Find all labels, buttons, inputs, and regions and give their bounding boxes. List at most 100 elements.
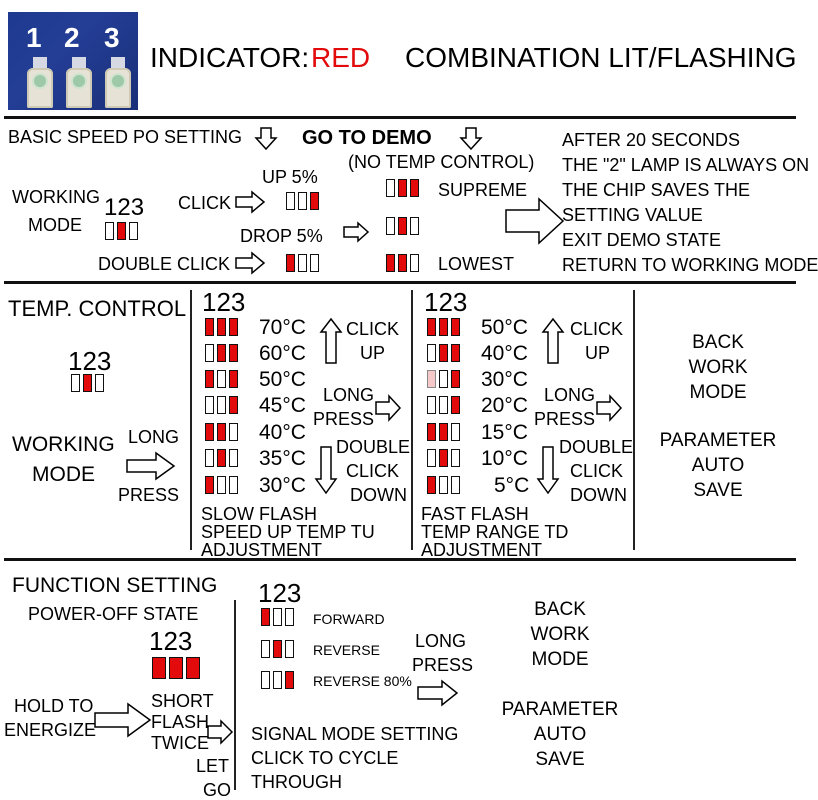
temp-slow-6: 35°C [259, 447, 306, 470]
temp-slow-7: 30°C [259, 474, 306, 497]
pcb-digit-1: 1 [26, 22, 42, 53]
temp-long-label: LONG [128, 427, 180, 447]
back-label: BACK [692, 332, 744, 353]
arrow-up-icon [319, 317, 343, 364]
indicator-label: INDICATOR: [150, 42, 310, 73]
function-setting-title: FUNCTION SETTING [12, 574, 218, 597]
arrow-right-icon [596, 394, 623, 422]
lamp-group-all-on [152, 657, 200, 679]
lamp-row-10 [427, 449, 460, 467]
lamp-row-forward [261, 608, 294, 626]
lamp-row-45 [205, 396, 238, 414]
demo-note-5: EXIT DEMO STATE [562, 230, 722, 250]
lamp-digits: 123 [424, 287, 468, 317]
demo-note-6: RETURN TO WORKING MODE [562, 255, 818, 275]
temp-fast-4: 20°C [481, 394, 528, 417]
demo-note-4: SETTING VALUE [562, 205, 703, 225]
divider-slow [190, 290, 192, 550]
lamp-digits: 123 [202, 287, 246, 317]
temp-fast-7: 5°C [494, 474, 530, 497]
arrow-down-icon [314, 446, 338, 495]
slow-long-label: LONG [323, 385, 375, 405]
short-label: SHORT [151, 691, 214, 711]
go-to-demo-label: GO TO DEMO [302, 127, 432, 149]
slow-click2-label: CLICK [346, 461, 400, 481]
temp-slow-3: 50°C [259, 368, 306, 391]
temp-fast-3: 30°C [481, 368, 528, 391]
twice-label: TWICE [151, 733, 209, 753]
arrow-down-icon [536, 446, 560, 495]
lamp-digits: 123 [258, 578, 302, 608]
combination-label: COMBINATION LIT/FLASHING [405, 42, 797, 73]
arrow-right-icon [235, 251, 266, 275]
mode-label: MODE [28, 215, 82, 235]
parameter-label: PARAMETER [501, 699, 619, 720]
divider-2 [4, 281, 796, 284]
flash-label: FLASH [151, 712, 210, 732]
fast-flash-label: FAST FLASH [421, 504, 529, 524]
lamp-digits: 123 [104, 194, 145, 221]
temp-slow-1: 70°C [259, 316, 306, 339]
click-to-cycle-label: CLICK TO CYCLE [251, 748, 399, 768]
lamp-row-5 [427, 476, 460, 494]
divider-func [234, 600, 236, 790]
mode-label: MODE [531, 649, 589, 670]
temp-fast-1: 50°C [481, 316, 528, 339]
save-label: SAVE [693, 480, 743, 501]
lamp-row-30 [205, 476, 238, 494]
drop-5-label: DROP 5% [240, 226, 323, 246]
let-label: LET [196, 756, 230, 776]
lowest-label: LOWEST [438, 254, 515, 274]
pcb-led-3 [105, 68, 131, 108]
divider-1 [4, 116, 796, 119]
divider-3 [4, 558, 796, 561]
go-label: GO [203, 780, 232, 800]
lamp-row-40 [205, 423, 238, 441]
arrow-right-icon [375, 394, 402, 422]
temp-back-work-mode: BACK WORK MODE [640, 330, 796, 405]
fast-press-label: PRESS [534, 409, 596, 429]
temp-control-title: TEMP. CONTROL [8, 296, 187, 321]
lamp-row-40 [427, 344, 460, 362]
arrow-right-icon [207, 719, 234, 745]
lamp-row-reverse-80 [261, 671, 294, 689]
fast-desc-1: TEMP RANGE TD [421, 522, 569, 542]
pcb-led-2 [66, 68, 92, 108]
hold-label: HOLD TO [14, 696, 94, 716]
lamp-group-up [286, 192, 319, 210]
pcb-digit-2: 2 [64, 22, 80, 53]
pcb-led-1 [27, 68, 53, 108]
auto-label: AUTO [533, 724, 587, 745]
slow-desc-2: ADJUSTMENT [201, 540, 322, 560]
temp-fast-6: 10°C [481, 447, 528, 470]
slow-desc-1: SPEED UP TEMP TU [201, 522, 375, 542]
temp-fast-2: 40°C [481, 342, 528, 365]
through-label: THROUGH [251, 772, 342, 792]
fast-down-label: DOWN [570, 485, 627, 505]
slow-up-label: UP [360, 343, 386, 363]
up-5-label: UP 5% [262, 167, 318, 187]
arrow-right-icon [126, 451, 176, 481]
fast-click-label: CLICK [570, 319, 624, 339]
lamp-digits: 123 [149, 626, 193, 656]
power-off-label: POWER-OFF STATE [28, 604, 199, 624]
temp-fast-5: 15°C [481, 421, 528, 444]
temp-slow-4: 45°C [259, 394, 306, 417]
lamp-row-50 [427, 318, 460, 336]
work-label: WORK [530, 624, 590, 645]
slow-double-label: DOUBLE [336, 437, 411, 457]
temp-working-label: WORKING [12, 433, 115, 456]
demo-note-1: AFTER 20 SECONDS [562, 130, 741, 150]
fast-desc-2: ADJUSTMENT [421, 540, 542, 560]
no-temp-control-label: (NO TEMP CONTROL) [348, 152, 535, 172]
slow-flash-label: SLOW FLASH [201, 504, 318, 524]
arrow-right-icon [417, 679, 459, 707]
arrow-right-icon [94, 702, 152, 738]
mode-label: MODE [689, 382, 747, 403]
arrow-down-icon [254, 127, 278, 151]
reverse-80-label: REVERSE 80% [313, 673, 412, 689]
fast-click2-label: CLICK [570, 461, 624, 481]
demo-note-3: THE CHIP SAVES THE [562, 180, 751, 200]
basic-speed-label: BASIC SPEED PO SETTING [8, 127, 243, 147]
auto-label: AUTO [691, 455, 745, 476]
